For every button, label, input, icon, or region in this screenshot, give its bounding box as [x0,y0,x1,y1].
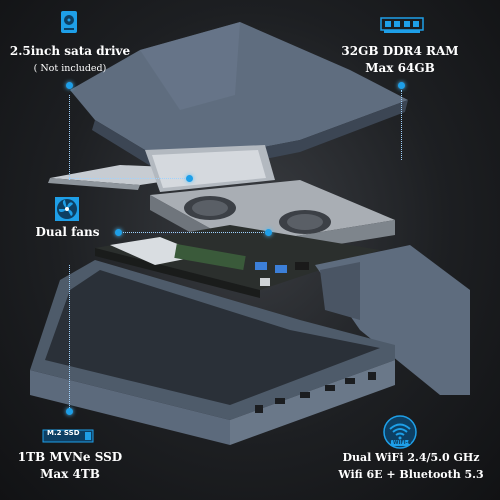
ram-title: 32GB DDR4 RAM [341,44,459,58]
ssd-title: 1TB MVNe SSD [17,450,123,464]
fans-target-dot [265,229,272,236]
m2-ssd-icon: M.2 SSD [42,428,94,447]
ssd-label: 1TB MVNe SSD Max 4TB [5,449,135,483]
hdd-connector-line [69,95,70,180]
hdd-marker-dot [66,82,73,89]
wifi-title: Dual WiFi 2.4/5.0 GHz [342,451,480,464]
side-panel [315,245,470,395]
hdd-label: 2.5inch sata drive ( Not included) [5,43,135,77]
ram-module-icon [380,15,424,39]
hdd-subtitle: ( Not included) [33,63,107,74]
drive-bracket [48,145,275,192]
wifi-subtitle: Wifi 6E + Bluetooth 5.3 [338,468,484,481]
fans-label: Dual fans [25,224,110,241]
ram-subtitle: Max 64GB [365,61,435,75]
ssd-badge: M.2 SSD [47,429,80,437]
wifi-label: Dual WiFi 2.4/5.0 GHz Wifi 6E + Bluetoot… [325,449,497,483]
wifi-badge: WIFI-6 [393,440,412,446]
fans-title: Dual fans [35,225,100,239]
motherboard [95,225,380,298]
wifi-icon: WIFI-6 [383,415,417,453]
ssd-marker-dot [66,408,73,415]
fans-marker-dot [115,229,122,236]
ram-marker-dot [398,82,405,89]
hdd-connector-line-h [69,178,189,179]
top-lid [70,22,408,178]
fans-connector-line [120,232,270,233]
ssd-subtitle: Max 4TB [40,467,100,481]
base-chassis [30,260,395,445]
ram-label: 32GB DDR4 RAM Max 64GB [335,43,465,77]
fan-icon [54,196,80,226]
ram-connector-line [401,90,402,160]
hdd-target-dot [186,175,193,182]
hard-drive-icon [60,10,78,38]
hdd-title: 2.5inch sata drive [9,44,131,58]
ssd-connector-line [69,265,70,410]
